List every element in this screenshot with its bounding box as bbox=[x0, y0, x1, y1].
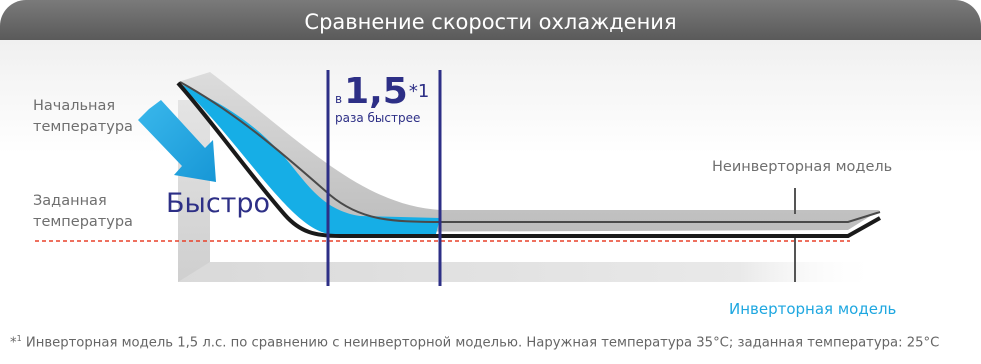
start-temp-line1: Начальная bbox=[33, 98, 116, 114]
times-value: 1,5 bbox=[344, 71, 408, 112]
footnote: *1 Инверторная модель 1,5 л.с. по сравне… bbox=[10, 334, 939, 350]
floor-plane bbox=[178, 262, 880, 282]
speed-multiplier: в1,5*1 раза быстрее bbox=[335, 71, 430, 126]
inverter-label: Инверторная модель bbox=[729, 300, 897, 318]
inverter-curve bbox=[178, 83, 440, 234]
set-temp-label: Заданная температура bbox=[33, 191, 133, 233]
non-inverter-label: Неинверторная модель bbox=[712, 159, 893, 175]
fast-arrow-icon bbox=[138, 100, 216, 182]
footnote-mark: * bbox=[10, 335, 17, 351]
start-temp-label: Начальная температура bbox=[33, 96, 133, 138]
set-temp-line1: Заданная bbox=[33, 193, 107, 209]
title-bar: Сравнение скорости охлаждения bbox=[0, 0, 981, 40]
set-temp-line2: температура bbox=[33, 214, 133, 230]
inverter-edge bbox=[176, 81, 881, 238]
times-suffix: раза быстрее bbox=[335, 111, 421, 125]
times-footnote-mark: *1 bbox=[408, 80, 430, 102]
fast-label: Быстро bbox=[166, 188, 271, 219]
start-temp-line2: температура bbox=[33, 119, 133, 135]
footnote-mark-sup: 1 bbox=[16, 334, 22, 343]
footnote-text: Инверторная модель 1,5 л.с. по сравнению… bbox=[21, 335, 940, 351]
page-title: Сравнение скорости охлаждения bbox=[304, 10, 677, 34]
times-prefix: в bbox=[335, 92, 343, 106]
non-inverter-curve bbox=[178, 72, 880, 232]
non-inverter-edge bbox=[179, 81, 881, 223]
